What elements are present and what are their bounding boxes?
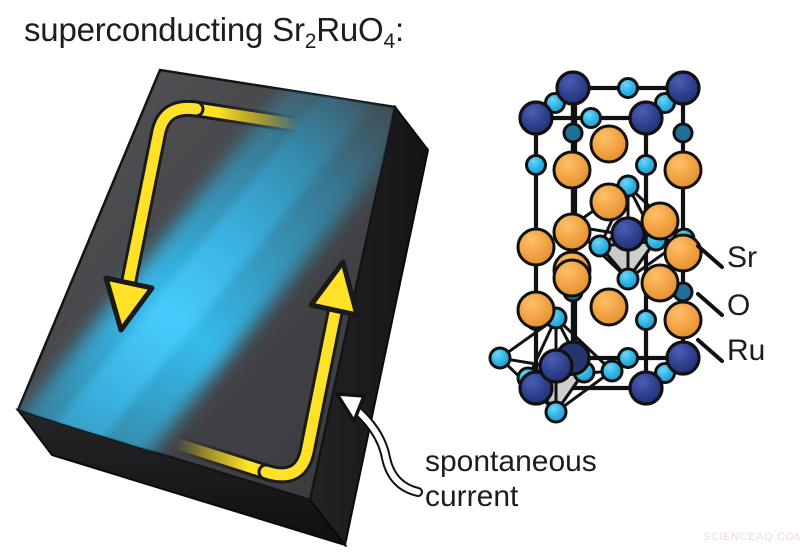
caption-line-1: spontaneous: [425, 445, 597, 478]
atom-label-ru: Ru: [727, 334, 766, 367]
ruthenium-atoms: [518, 70, 701, 406]
atom-label-sr: Sr: [727, 241, 757, 274]
title-formula-ruo: RuO: [316, 11, 384, 48]
atom-label-o: O: [727, 289, 751, 322]
leader-line-ru: [696, 338, 724, 363]
title-subscript-4: 4: [383, 30, 396, 53]
current-arrow-bottom: [172, 259, 360, 484]
watermark: SCIENCEAQ.COM: [703, 531, 800, 543]
title-formula-sr: Sr: [272, 11, 305, 48]
caption-pointer-arrow: [335, 392, 423, 497]
sample-block: [15, 68, 430, 548]
caption-line-2: current: [425, 480, 519, 513]
spontaneous-current-caption: spontaneous current: [425, 444, 597, 514]
strontium-atoms: [516, 124, 703, 340]
leader-line-sr: [696, 244, 724, 269]
title-subscript-2: 2: [304, 30, 317, 53]
page-title: superconducting Sr2RuO4:: [24, 8, 404, 57]
title-colon: :: [394, 11, 404, 48]
leader-line-o: [696, 292, 724, 317]
crystal-structure: [488, 70, 724, 424]
title-prefix: superconducting: [24, 11, 273, 48]
label-leader-lines: [696, 244, 724, 363]
current-arrow-top: [103, 99, 302, 333]
